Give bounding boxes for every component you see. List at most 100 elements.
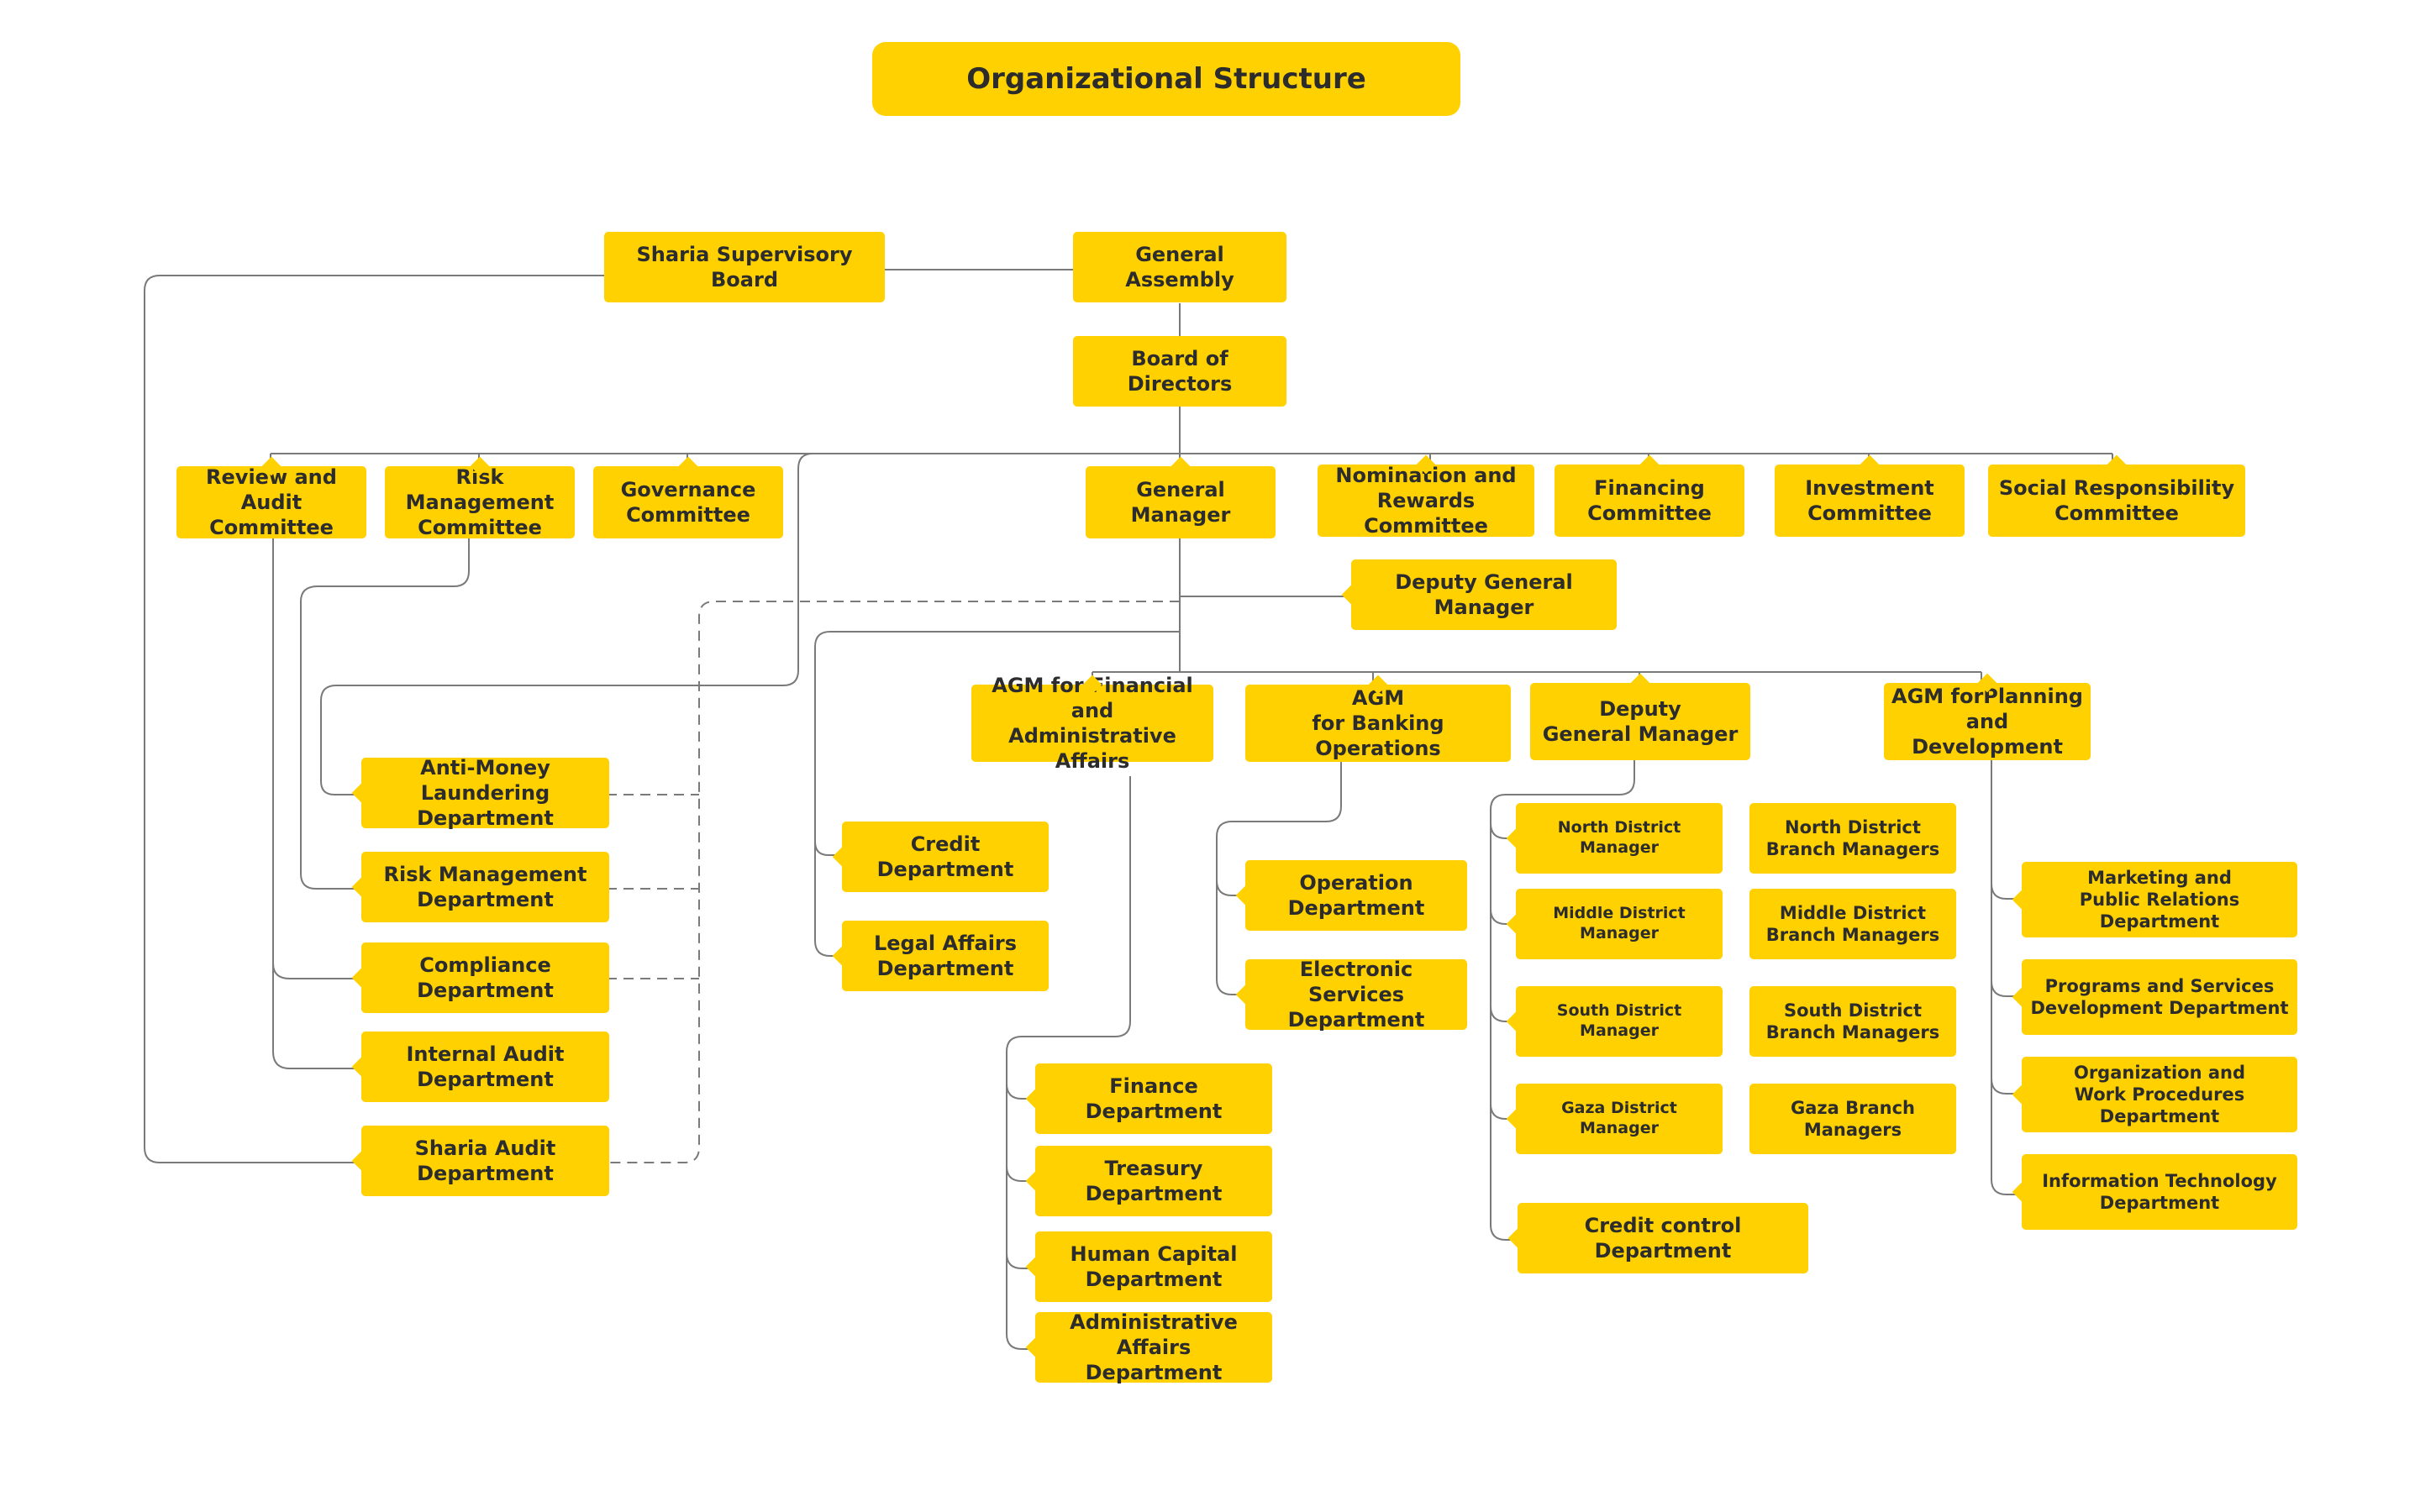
node-programs-department[interactable]: Programs and Services Development Depart…	[2012, 959, 2297, 1035]
line-bank-operation	[1216, 879, 1244, 896]
node-financing-committee[interactable]: Financing Committee	[1555, 454, 1744, 537]
node-marketing-department[interactable]: Marketing and Public Relations Departmen…	[2012, 862, 2297, 937]
node-nomination-committee[interactable]: Nomination and Rewards Committee	[1318, 454, 1534, 538]
node-gaza-district-manager[interactable]: Gaza District Manager	[1506, 1084, 1723, 1154]
line-plan-programs	[1991, 980, 2020, 997]
node-label: Programs and Services Development Depart…	[2030, 975, 2289, 1018]
node-administrative-affairs-department[interactable]: Administrative Affairs Department	[1025, 1310, 1272, 1384]
node-label: General Manager	[1130, 478, 1231, 527]
node-risk-management-committee[interactable]: Risk Management Committee	[385, 456, 575, 539]
node-label: Middle District Manager	[1553, 904, 1686, 942]
node-label: Sharia Audit Department	[414, 1137, 556, 1185]
line-review-compliance	[272, 963, 363, 979]
line-sharia-board-audit	[144, 275, 604, 1163]
node-label: Social Responsibility Committee	[1998, 476, 2235, 525]
dashed-deputy-link	[607, 601, 1180, 1163]
line-fin-finance	[1006, 1083, 1034, 1100]
node-general-assembly[interactable]: General Assembly	[1073, 232, 1286, 302]
node-human-capital-department[interactable]: Human Capital Department	[1025, 1231, 1272, 1302]
node-label: Gaza Branch Managers	[1791, 1097, 1915, 1140]
node-label: Administrative Affairs Department	[1070, 1310, 1238, 1384]
node-deputy-general-manager[interactable]: Deputy General Manager	[1530, 673, 1750, 760]
node-label: North District Manager	[1557, 818, 1681, 857]
node-label: Organization and Work Procedures Departm…	[2073, 1062, 2246, 1127]
node-label: Anti-Money Laundering Department	[417, 756, 554, 830]
line-agm-fin-trunk	[1006, 776, 1131, 1350]
node-label: Electronic Services Department	[1287, 958, 1425, 1032]
node-label: Nomination and Rewards Committee	[1335, 464, 1517, 538]
line-agm-plan-trunk	[1991, 758, 2020, 1195]
node-credit-control-department[interactable]: Credit control Department	[1507, 1203, 1808, 1273]
node-label: AGM forPlanning and Development	[1891, 685, 2083, 759]
node-label: General Assembly	[1125, 243, 1234, 291]
node-label: South District Manager	[1556, 1001, 1682, 1040]
line-review-trunk	[272, 538, 363, 1069]
line-dep-gaza	[1490, 1103, 1514, 1120]
line-dep-north	[1490, 822, 1514, 839]
node-board-of-directors[interactable]: Board of Directors	[1073, 336, 1286, 407]
node-operation-department[interactable]: Operation Department	[1235, 860, 1467, 931]
node-electronic-services-department[interactable]: Electronic Services Department	[1235, 958, 1467, 1032]
page-title: Organizational Structure	[872, 42, 1460, 116]
node-deputy-general-manager-main[interactable]: Deputy General Manager	[1341, 559, 1617, 630]
node-agm-banking[interactable]: AGM for Banking Operations	[1245, 675, 1511, 762]
node-label: Investment Committee	[1805, 476, 1934, 525]
line-risk-committee-dept	[300, 538, 470, 890]
node-legal-affairs-department[interactable]: Legal Affairs Department	[832, 921, 1049, 991]
node-it-department[interactable]: Information Technology Department	[2012, 1154, 2297, 1230]
node-north-branch-managers[interactable]: North District Branch Managers	[1749, 803, 1956, 874]
node-sharia-supervisory-board[interactable]: Sharia Supervisory Board	[604, 232, 885, 302]
node-label: Information Technology Department	[2042, 1170, 2277, 1213]
node-label: Review and Audit Committee	[206, 465, 337, 539]
line-governance-aml	[320, 453, 813, 795]
node-label: Operation Department	[1287, 871, 1425, 920]
node-south-branch-managers[interactable]: South District Branch Managers	[1749, 986, 1956, 1057]
node-internal-audit-department[interactable]: Internal Audit Department	[351, 1032, 609, 1102]
node-gaza-branch-managers[interactable]: Gaza Branch Managers	[1749, 1084, 1956, 1154]
node-label: AGM for Banking Operations	[1312, 686, 1444, 760]
node-label: Human Capital Department	[1070, 1242, 1238, 1291]
node-social-responsibility-committee[interactable]: Social Responsibility Committee	[1988, 454, 2245, 537]
line-plan-organization	[1991, 1078, 2020, 1095]
node-label: Compliance Department	[417, 953, 554, 1002]
node-label: Gaza District Manager	[1561, 1099, 1677, 1137]
node-label: Marketing and Public Relations Departmen…	[2079, 867, 2240, 932]
node-organization-department[interactable]: Organization and Work Procedures Departm…	[2012, 1057, 2297, 1132]
line-left-credit	[814, 841, 842, 856]
line-fin-treasury	[1006, 1165, 1034, 1182]
node-middle-district-manager[interactable]: Middle District Manager	[1506, 889, 1723, 959]
node-general-manager[interactable]: General Manager	[1086, 456, 1276, 538]
node-agm-planning[interactable]: AGM forPlanning and Development	[1884, 673, 2091, 760]
node-label: Deputy General Manager	[1542, 697, 1739, 746]
line-fin-hc	[1006, 1252, 1034, 1269]
node-aml-department[interactable]: Anti-Money Laundering Department	[351, 756, 609, 830]
node-label: South District Branch Managers	[1765, 1000, 1940, 1042]
line-plan-marketing	[1991, 883, 2020, 900]
line-dep-middle	[1490, 908, 1514, 925]
node-finance-department[interactable]: Finance Department	[1025, 1063, 1272, 1134]
node-north-district-manager[interactable]: North District Manager	[1506, 803, 1723, 874]
node-investment-committee[interactable]: Investment Committee	[1775, 454, 1965, 537]
node-south-district-manager[interactable]: South District Manager	[1506, 986, 1723, 1057]
node-label: Sharia Supervisory Board	[636, 243, 853, 291]
line-gm-left	[814, 631, 1180, 957]
node-treasury-department[interactable]: Treasury Department	[1025, 1146, 1272, 1216]
node-label: Internal Audit Department	[406, 1042, 565, 1091]
node-label: Finance Department	[1085, 1074, 1223, 1123]
node-sharia-audit-department[interactable]: Sharia Audit Department	[351, 1126, 609, 1196]
node-label: Risk Management Committee	[405, 465, 555, 539]
page-title-text: Organizational Structure	[966, 61, 1366, 96]
node-label: North District Branch Managers	[1765, 816, 1940, 859]
node-middle-branch-managers[interactable]: Middle District Branch Managers	[1749, 889, 1956, 959]
node-agm-financial[interactable]: AGM for Financial and Administrative Aff…	[971, 674, 1213, 773]
node-compliance-department[interactable]: Compliance Department	[351, 942, 609, 1013]
node-credit-department[interactable]: Credit Department	[832, 822, 1049, 892]
node-label: Credit Department	[876, 832, 1014, 881]
line-agm-bank-trunk	[1216, 760, 1342, 995]
node-review-audit-committee[interactable]: Review and Audit Committee	[176, 456, 366, 539]
node-label: Credit control Department	[1584, 1214, 1742, 1263]
node-governance-committee[interactable]: Governance Committee	[593, 456, 783, 538]
node-risk-management-department[interactable]: Risk Management Department	[351, 852, 609, 922]
